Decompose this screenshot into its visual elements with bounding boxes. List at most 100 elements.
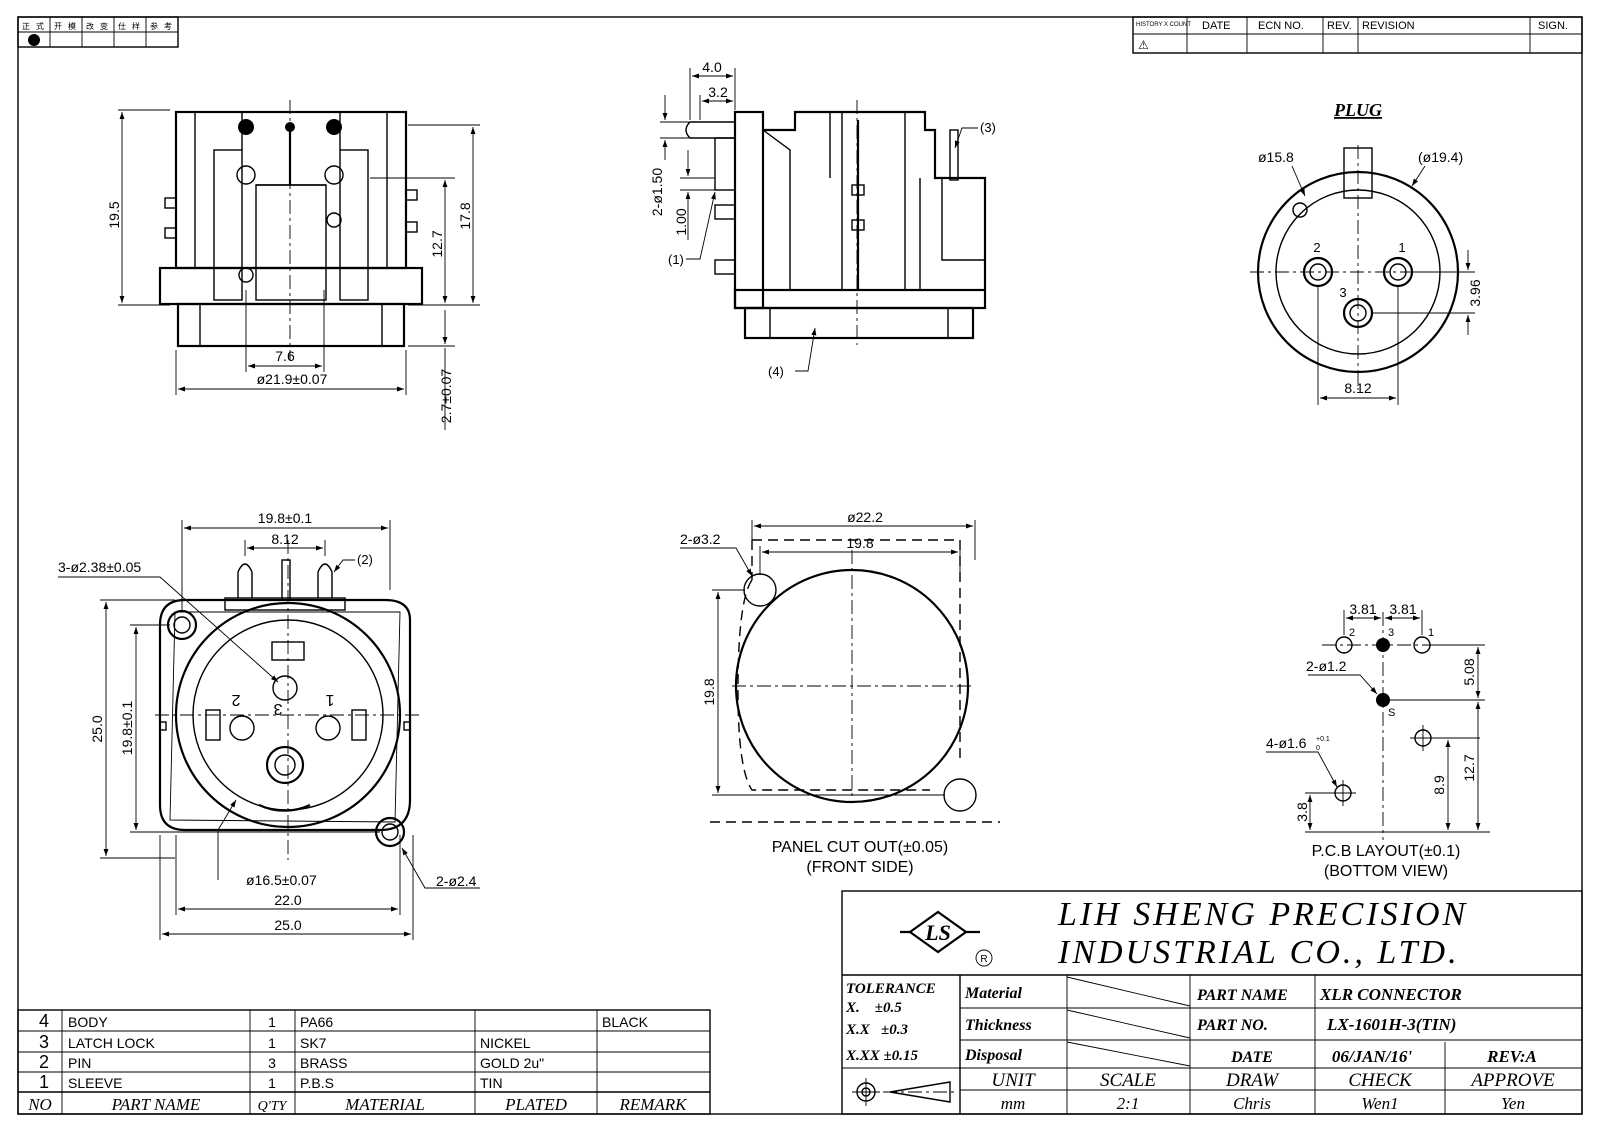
bom-header-no: NO (27, 1095, 52, 1114)
dim-5-08: 5.08 (1461, 658, 1477, 685)
dim-25-0-h: 25.0 (89, 715, 105, 742)
warning-icon: ⚠ (1138, 38, 1149, 52)
drawing-border (17, 16, 1583, 1115)
front-pin-2: 2 (231, 691, 240, 708)
dim-21-9: ø21.9±0.07 (257, 371, 328, 387)
bom-header-part: PART NAME (111, 1095, 201, 1114)
projection-symbol (852, 1078, 957, 1106)
bom-cell-material: BRASS (300, 1055, 347, 1071)
bom-cell-part: BODY (68, 1014, 108, 1030)
logo-text: LS (924, 920, 951, 945)
history-col-date: DATE (1202, 20, 1231, 32)
dim-16-5: ø16.5±0.07 (246, 872, 317, 888)
plug-pin-1: 1 (1398, 240, 1405, 255)
bom-cell-qty: 3 (268, 1055, 276, 1071)
dim-1-00: 1.00 (673, 208, 689, 235)
bom-cell-no: 3 (39, 1032, 49, 1052)
history-col-sign: SIGN. (1538, 20, 1568, 32)
pcb-pin-s: S (1388, 707, 1395, 719)
tolerance-x: X. ±0.5 (845, 1000, 902, 1016)
bom-cell-plated: NICKEL (480, 1035, 531, 1051)
pcb-layout-view: 2 3 1 S 3.81 3.81 2-ø1.2 5.08 4-ø1.6 +0.… (1266, 601, 1490, 880)
part-no-value: LX-1601H-3(TIN) (1326, 1015, 1456, 1034)
stamp-char: 样 (132, 21, 140, 31)
dim-12-7-pcb: 12.7 (1461, 754, 1477, 781)
history-col-ecn: ECN NO. (1258, 20, 1304, 32)
plug-view: PLUG 2 1 3 ø15.8 (ø19.4) 3.96 8.12 (1250, 100, 1483, 405)
front-pin-3: 3 (273, 700, 282, 717)
material-label: Material (964, 985, 1022, 1002)
bom-header-qty: Q'TY (258, 1099, 289, 1114)
stamp-char: 正 (22, 22, 30, 31)
registered-mark: R (980, 954, 987, 965)
history-col-revision: REVISION (1362, 20, 1415, 32)
dim-hole-1-6: 4-ø1.6 (1266, 735, 1307, 751)
disposal-label: Disposal (964, 1047, 1022, 1064)
dim-25-0-w: 25.0 (274, 917, 301, 933)
bom-cell-qty: 1 (268, 1035, 276, 1051)
stamp-char: 仕 (118, 21, 126, 31)
bom-cell-material: PA66 (300, 1014, 333, 1030)
date-value: 06/JAN/16' (1332, 1047, 1413, 1066)
panel-caption: PANEL CUT OUT(±0.05) (772, 839, 949, 856)
unit-value: mm (1001, 1094, 1026, 1113)
dim-3-96: 3.96 (1467, 279, 1483, 306)
dim-19-8-panel-w: 19.8 (846, 535, 873, 551)
dim-17-8: 17.8 (457, 202, 473, 229)
dim-22-2: ø22.2 (847, 509, 883, 525)
dim-tol-zero: 0 (1316, 745, 1320, 752)
stamp-dot (28, 34, 40, 46)
bom-cell-material: P.B.S (300, 1075, 334, 1091)
pcb-subcaption: (BOTTOM VIEW) (1324, 863, 1448, 880)
dim-15-8: ø15.8 (1258, 149, 1294, 165)
plug-pin-2: 2 (1313, 240, 1320, 255)
pcb-caption: P.C.B LAYOUT(±0.1) (1312, 843, 1461, 860)
dim-4-0: 4.0 (702, 59, 722, 75)
bom-header-material: MATERIAL (344, 1095, 425, 1114)
dim-8-12: 8.12 (1344, 380, 1371, 396)
history-table: HISTORY X COUNT DATE ECN NO. REV. REVISI… (1132, 16, 1583, 54)
dim-19-8-panel-h: 19.8 (701, 678, 717, 705)
stamp-char: 改 (86, 21, 94, 31)
dim-2-7: 2.7±0.07 (438, 369, 454, 424)
title-block: LS R LIH SHENG PRECISION INDUSTRIAL CO.,… (841, 890, 1583, 1115)
part-name-label: PART NAME (1196, 987, 1288, 1004)
tolerance-xxx: X.XX ±0.15 (845, 1048, 918, 1064)
scale-value: 2:1 (1117, 1094, 1140, 1113)
bom-cell-remark: BLACK (602, 1014, 649, 1030)
tolerance-xx: X.X ±0.3 (845, 1022, 908, 1038)
approve-label: APPROVE (1469, 1070, 1555, 1091)
panel-subcaption: (FRONT SIDE) (806, 859, 913, 876)
check-value: Wen1 (1361, 1094, 1398, 1113)
dim-19-4: (ø19.4) (1418, 149, 1463, 165)
dim-19-5: 19.5 (106, 201, 122, 228)
bom-header-remark: REMARK (618, 1095, 688, 1114)
dim-hole-1-50: 2-ø1.50 (649, 168, 665, 216)
unit-label: UNIT (991, 1070, 1036, 1091)
stamp-char: 开 (54, 22, 62, 31)
front-pin-1: 1 (325, 691, 334, 708)
bom-header-plated: PLATED (504, 1095, 567, 1114)
dim-hole-3-2: 2-ø3.2 (680, 531, 721, 547)
bom-cell-material: SK7 (300, 1035, 327, 1051)
bom-cell-qty: 1 (268, 1075, 276, 1091)
dim-3-2: 3.2 (708, 84, 728, 100)
bom-cell-part: PIN (68, 1055, 91, 1071)
side-view: 4.0 3.2 2-ø1.50 1.00 (1) (3) (4) (649, 59, 996, 379)
dim-hole-2-4: 2-ø2.4 (436, 873, 477, 889)
bom-cell-no: 4 (39, 1011, 49, 1031)
dim-pins-dia: 3-ø2.38±0.05 (58, 559, 141, 575)
draw-value: Chris (1233, 1094, 1271, 1113)
dim-3-81-a: 3.81 (1349, 601, 1376, 617)
bom-cell-plated: GOLD 2u" (480, 1055, 544, 1071)
history-col-rev: REV. (1327, 20, 1352, 32)
dim-3-8: 3.8 (1294, 802, 1310, 822)
check-label: CHECK (1348, 1070, 1413, 1091)
plug-pin-3: 3 (1339, 285, 1346, 300)
top-left-view: 19.5 12.7 17.8 7.6 ø21.9±0.07 2.7±0.07 (106, 100, 480, 430)
company-name-line2: INDUSTRIAL CO., LTD. (1057, 934, 1460, 971)
dim-12-7: 12.7 (429, 230, 445, 257)
callout-3: (3) (980, 120, 996, 135)
company-name-line1: LIH SHENG PRECISION (1057, 896, 1468, 933)
